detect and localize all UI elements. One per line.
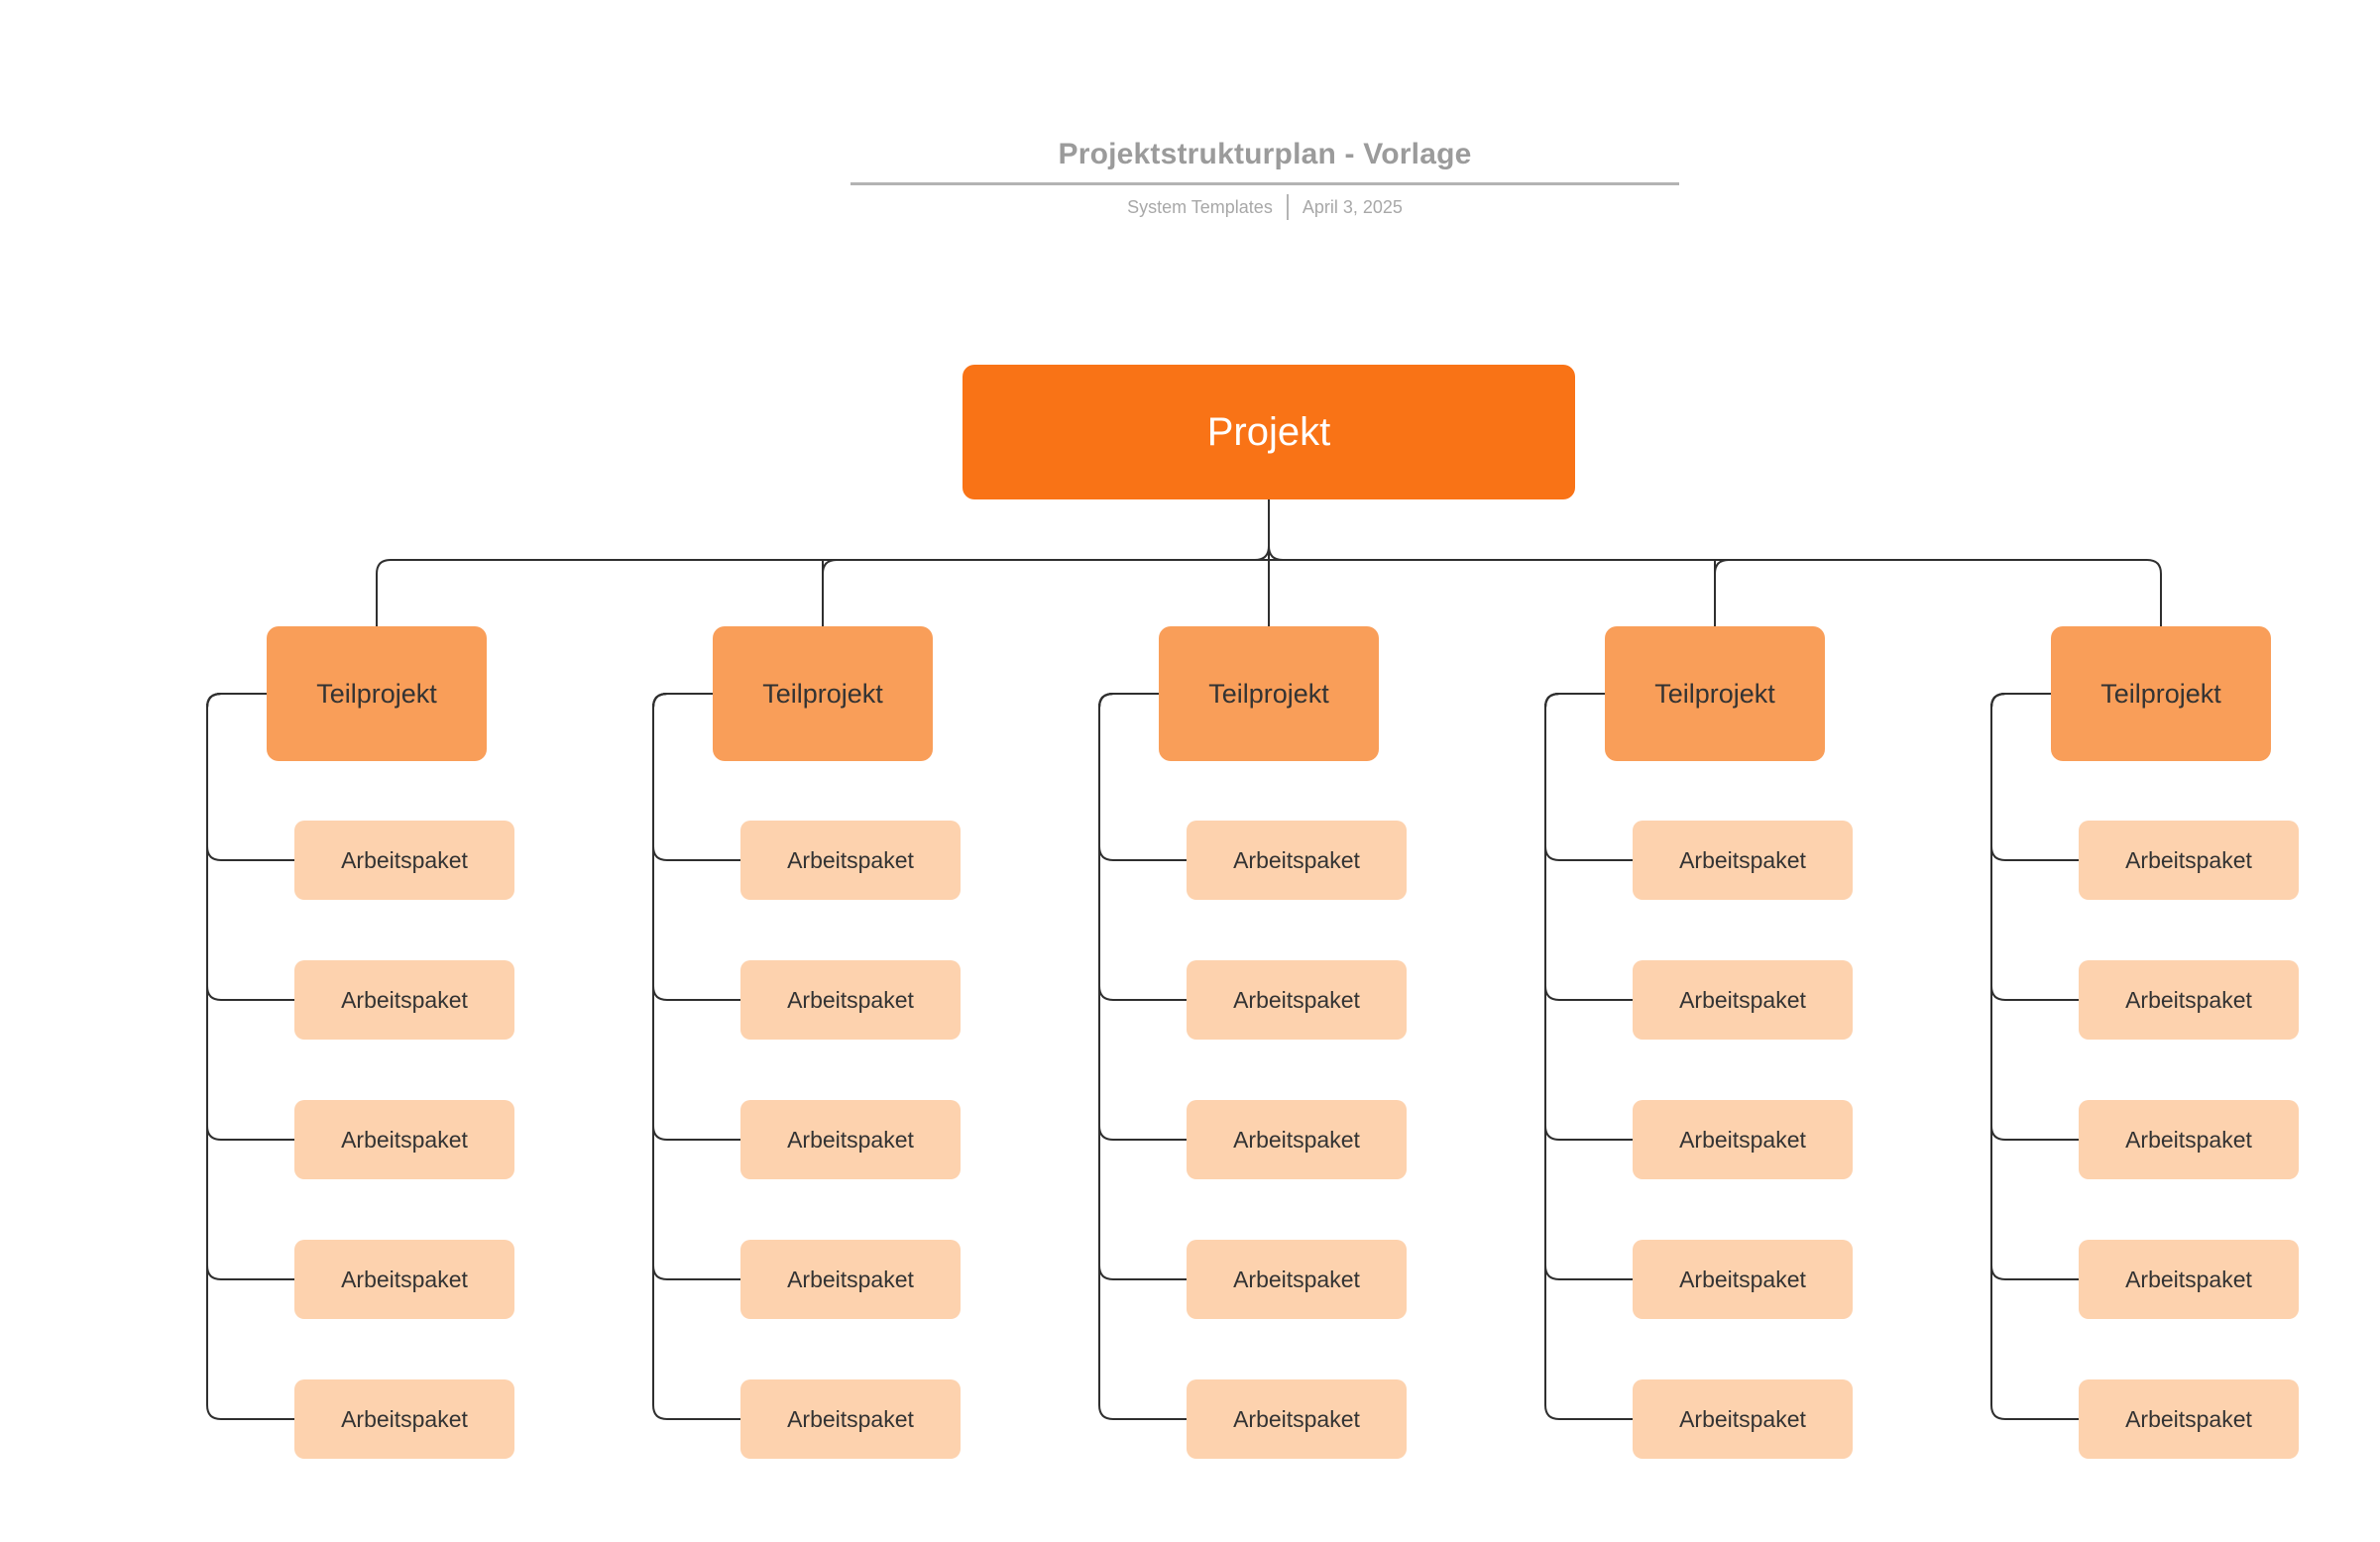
work-package-label: Arbeitspaket [341,1126,468,1153]
subproject-label: Teilprojekt [2100,678,2221,709]
subproject-label: Teilprojekt [1654,678,1775,709]
subproject-node[interactable]: Teilprojekt [2051,626,2271,761]
work-package-label: Arbeitspaket [1233,986,1360,1013]
work-package-node[interactable]: Arbeitspaket [2079,821,2299,900]
work-package-node[interactable]: Arbeitspaket [1187,1240,1407,1319]
work-package-node[interactable]: Arbeitspaket [294,1100,514,1179]
work-package-label: Arbeitspaket [2125,846,2252,873]
work-package-node[interactable]: Arbeitspaket [740,1100,961,1179]
work-package-node[interactable]: Arbeitspaket [2079,1100,2299,1179]
work-package-label: Arbeitspaket [1233,1266,1360,1292]
work-package-node[interactable]: Arbeitspaket [294,1379,514,1459]
work-package-node[interactable]: Arbeitspaket [740,1240,961,1319]
subproject-node[interactable]: Teilprojekt [713,626,933,761]
work-package-label: Arbeitspaket [1233,1126,1360,1153]
root-node[interactable]: Projekt [963,365,1575,499]
work-package-label: Arbeitspaket [341,846,468,873]
subproject-label: Teilprojekt [316,678,437,709]
root-node-label: Projekt [1206,409,1331,454]
meta-separator-line [1286,194,1289,220]
work-package-label: Arbeitspaket [1233,846,1360,873]
page-title: Projektstrukturplan - Vorlage [1058,138,1472,170]
work-package-node[interactable]: Arbeitspaket [1633,1379,1853,1459]
work-package-node[interactable]: Arbeitspaket [2079,1379,2299,1459]
work-package-label: Arbeitspaket [787,1405,914,1432]
work-package-node[interactable]: Arbeitspaket [1633,821,1853,900]
subproject-label: Teilprojekt [1208,678,1329,709]
meta-row: System Templates April 3, 2025 [850,194,1679,220]
work-package-label: Arbeitspaket [1679,1126,1806,1153]
document-header: Projektstrukturplan - Vorlage System Tem… [850,137,1679,220]
work-package-node[interactable]: Arbeitspaket [1633,1100,1853,1179]
subproject-node[interactable]: Teilprojekt [1605,626,1825,761]
work-package-label: Arbeitspaket [341,1266,468,1292]
work-package-label: Arbeitspaket [787,1126,914,1153]
work-package-label: Arbeitspaket [1233,1405,1360,1432]
work-package-node[interactable]: Arbeitspaket [1633,1240,1853,1319]
meta-date: April 3, 2025 [1302,196,1403,217]
work-package-label: Arbeitspaket [2125,1405,2252,1432]
work-package-node[interactable]: Arbeitspaket [1187,1379,1407,1459]
work-package-node[interactable]: Arbeitspaket [1633,960,1853,1040]
work-package-label: Arbeitspaket [1679,1405,1806,1432]
work-package-node[interactable]: Arbeitspaket [294,1240,514,1319]
work-package-label: Arbeitspaket [2125,1266,2252,1292]
work-package-node[interactable]: Arbeitspaket [1187,960,1407,1040]
work-package-label: Arbeitspaket [1679,846,1806,873]
subproject-node[interactable]: Teilprojekt [1159,626,1379,761]
work-package-label: Arbeitspaket [787,986,914,1013]
work-package-label: Arbeitspaket [341,1405,468,1432]
work-package-label: Arbeitspaket [1679,986,1806,1013]
work-package-node[interactable]: Arbeitspaket [1187,821,1407,900]
work-package-label: Arbeitspaket [341,986,468,1013]
work-package-node[interactable]: Arbeitspaket [2079,1240,2299,1319]
subproject-label: Teilprojekt [762,678,883,709]
work-package-node[interactable]: Arbeitspaket [2079,960,2299,1040]
work-package-label: Arbeitspaket [2125,1126,2252,1153]
work-package-node[interactable]: Arbeitspaket [740,960,961,1040]
work-package-node[interactable]: Arbeitspaket [1187,1100,1407,1179]
work-package-label: Arbeitspaket [787,1266,914,1292]
work-package-label: Arbeitspaket [2125,986,2252,1013]
meta-author: System Templates [1127,196,1273,217]
title-divider [850,182,1679,185]
subproject-node[interactable]: Teilprojekt [267,626,487,761]
work-package-label: Arbeitspaket [1679,1266,1806,1292]
work-package-node[interactable]: Arbeitspaket [740,1379,961,1459]
work-package-label: Arbeitspaket [787,846,914,873]
work-package-node[interactable]: Arbeitspaket [294,821,514,900]
work-package-node[interactable]: Arbeitspaket [294,960,514,1040]
work-package-node[interactable]: Arbeitspaket [740,821,961,900]
